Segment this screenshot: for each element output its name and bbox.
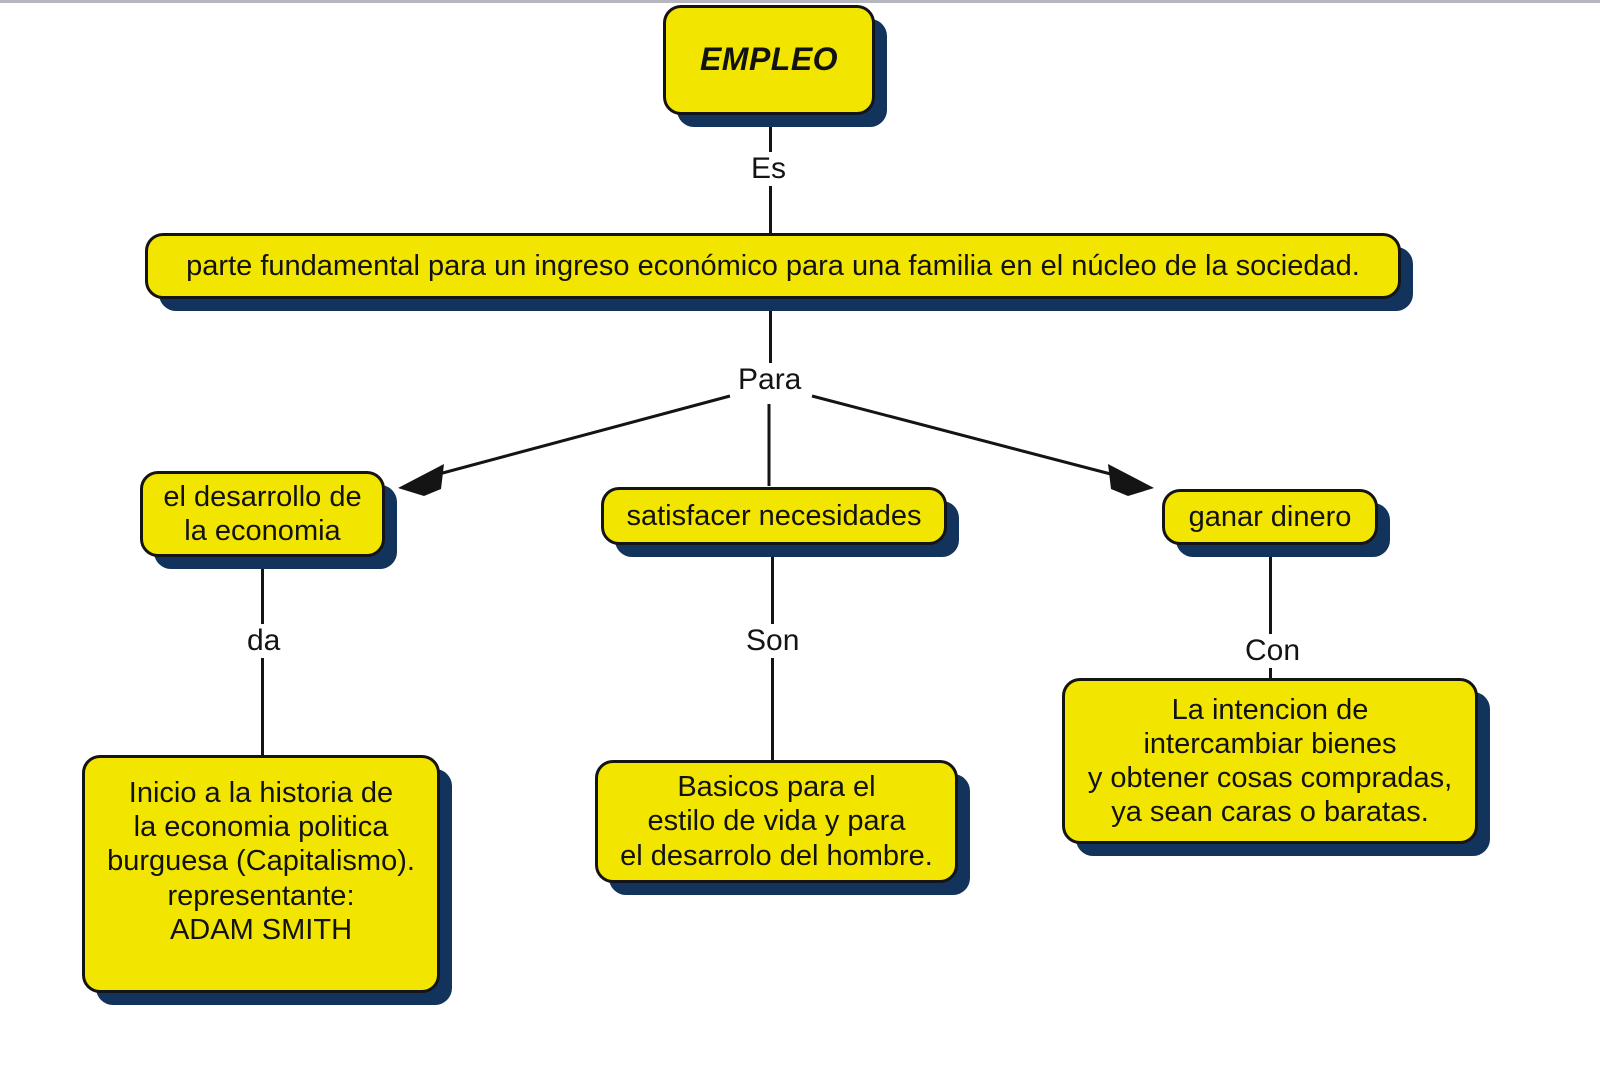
node-desarrollo-economia-label: el desarrollo de la economia (163, 480, 362, 547)
node-inicio-historia-economia: Inicio a la historia de la economia poli… (82, 755, 440, 993)
link-label-es: Es (743, 152, 795, 186)
connector-right-to-leaf (1269, 545, 1272, 683)
node-ganar-dinero-label: ganar dinero (1188, 500, 1352, 533)
connector-para-to-left (423, 394, 731, 480)
node-statement-label: parte fundamental para un ingreso económ… (186, 249, 1360, 282)
top-divider-rule (0, 0, 1600, 3)
node-statement: parte fundamental para un ingreso económ… (145, 233, 1401, 299)
node-ganar-dinero: ganar dinero (1162, 489, 1378, 545)
node-satisfacer-necesidades: satisfacer necesidades (601, 487, 947, 545)
link-label-con: Con (1237, 634, 1309, 668)
connector-para-to-right (811, 394, 1127, 480)
node-basicos-estilo-vida: Basicos para el estilo de vida y para el… (595, 760, 958, 883)
arrowhead-right (1108, 464, 1154, 496)
node-basicos-estilo-vida-label: Basicos para el estilo de vida y para el… (620, 771, 933, 872)
node-desarrollo-economia: el desarrollo de la economia (140, 471, 385, 557)
arrowhead-left (398, 464, 444, 496)
node-intencion-intercambiar: La intencion de intercambiar bienes y ob… (1062, 678, 1478, 844)
link-label-da: da (239, 624, 289, 658)
node-inicio-historia-economia-label: Inicio a la historia de la economia poli… (107, 777, 415, 946)
node-intencion-intercambiar-label: La intencion de intercambiar bienes y ob… (1087, 693, 1453, 829)
connector-statement-to-para (769, 299, 772, 367)
connector-para-branches (398, 394, 1154, 496)
node-satisfacer-necesidades-label: satisfacer necesidades (626, 499, 922, 532)
link-label-son: Son (738, 624, 808, 658)
node-empleo: EMPLEO (663, 5, 875, 115)
link-label-para: Para (730, 363, 810, 397)
node-empleo-label: EMPLEO (699, 41, 839, 78)
